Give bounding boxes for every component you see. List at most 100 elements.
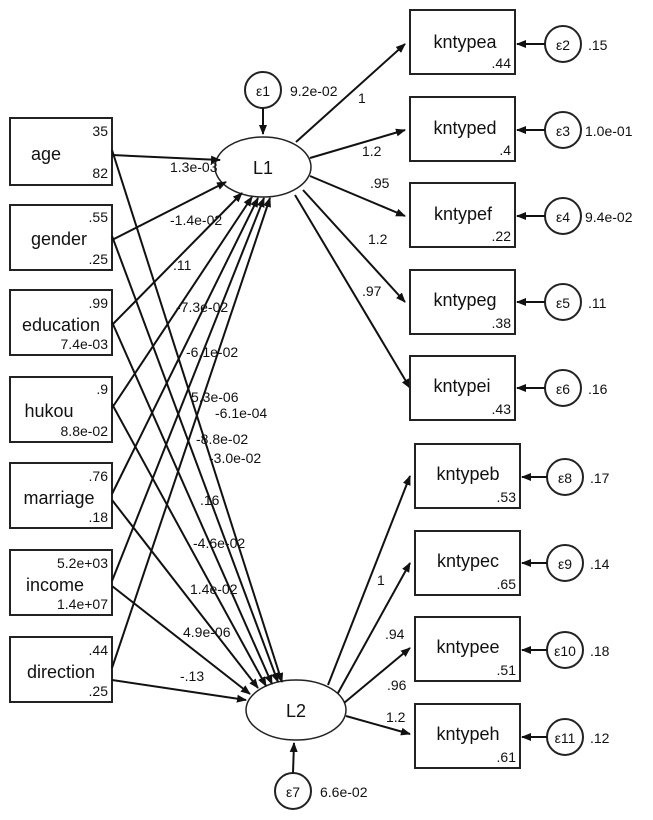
path-income-L2: [111, 585, 251, 695]
error-L1: ε1 9.2e-02: [244, 71, 338, 135]
predictor-variance: 1.4e+07: [57, 596, 108, 612]
indicator-kntyped: kntyped .4 ε3 1.0e-01: [409, 96, 633, 162]
indicator-name: kntypee: [436, 637, 499, 657]
latent-L1: L1: [214, 136, 312, 198]
error-variance: .17: [590, 470, 610, 486]
error-label: ε9: [558, 556, 572, 572]
coef-marriage-L1: -6.1e-02: [186, 344, 238, 360]
path-L1-kntyped: [309, 128, 406, 159]
latent-name: L1: [253, 158, 273, 178]
error-variance: .16: [588, 381, 608, 397]
predictor-variance: .18: [89, 509, 109, 525]
indicator-intercept: .61: [497, 749, 517, 765]
predictor-variance: .25: [89, 251, 109, 267]
path-education-L2: [111, 321, 273, 685]
indicator-name: kntyped: [433, 118, 496, 138]
loading-kntypeb: 1: [377, 572, 385, 588]
indicator-intercept: .51: [497, 662, 517, 678]
error-label: ε8: [558, 470, 572, 486]
path-gender-L2: [111, 235, 279, 683]
loading-kntypeg: 1.2: [368, 231, 388, 247]
predictor-mean: .55: [89, 209, 109, 225]
indicator-kntypea: kntypea .44 ε2 .15: [409, 9, 608, 75]
indicator-name: kntypea: [433, 32, 497, 52]
path-marriage-L2: [111, 499, 259, 689]
error-variance: 9.2e-02: [290, 83, 338, 99]
loading-kntyped: 1.2: [362, 143, 382, 159]
indicator-name: kntypei: [433, 376, 490, 396]
path-direction-L1: [111, 197, 271, 669]
predictor-mean: 35: [92, 123, 108, 139]
error-variance: 6.6e-02: [320, 784, 368, 800]
coef-age-L2: -8.8e-02: [196, 431, 248, 447]
loading-kntypeh: 1.2: [386, 709, 406, 725]
path-L1-kntypei: [294, 194, 411, 389]
error-variance: .18: [590, 643, 610, 659]
indicator-kntypeg: kntypeg .38 ε5 .11: [409, 269, 607, 335]
path-education-L1: [111, 192, 243, 326]
predictor-mean: .99: [89, 295, 109, 311]
error-variance: 1.0e-01: [585, 123, 633, 139]
error-label: ε5: [556, 295, 570, 311]
error-L2: ε7 6.6e-02: [274, 742, 368, 810]
path-gender-L1: [111, 181, 227, 241]
latent-name: L2: [286, 701, 306, 721]
path-L2-kntypee: [343, 647, 411, 704]
indicator-name: kntypec: [437, 551, 499, 571]
predictor-income: income 5.2e+03 1.4e+07: [9, 549, 113, 616]
predictor-age: age 35 82: [9, 117, 113, 186]
predictor-mean: 5.2e+03: [57, 555, 108, 571]
latent-L2: L2: [245, 679, 347, 741]
predictor-education: education .99 7.4e-03: [9, 289, 113, 356]
error-label: ε6: [556, 381, 570, 397]
loadings-L2: 1 .94 .96 1.2: [327, 475, 411, 736]
predictor-mean: .76: [89, 468, 109, 484]
path-direction-L2: [111, 679, 247, 703]
coef-age-L1: 1.3e-03: [170, 159, 218, 175]
indicator-name: kntypef: [434, 204, 493, 224]
coef-education-L1: .11: [173, 257, 192, 273]
indicator-intercept: .53: [497, 489, 517, 505]
coefficients-L1: 1.3e-03 -1.4e-02 .11 -7.3e-02 -6.1e-02 5…: [170, 159, 267, 421]
indicator-kntypeh: kntypeh .61 ε11 .12: [414, 703, 610, 769]
predictor-name: marriage: [23, 488, 94, 508]
error-label: ε2: [556, 37, 570, 53]
coef-income-L1: 5.3e-06: [191, 389, 239, 405]
predictor-name: direction: [27, 662, 95, 682]
error-label: ε4: [556, 209, 570, 225]
indicator-kntypeb: kntypeb .53 ε8 .17: [414, 443, 610, 509]
indicator-kntypef: kntypef .22 ε4 9.4e-02: [409, 182, 633, 248]
error-label: ε11: [555, 730, 576, 746]
predictor-variance: 82: [92, 165, 108, 181]
path-marriage-L1: [111, 197, 259, 495]
path-hukou-L2: [111, 403, 267, 687]
loading-kntypee: .96: [387, 677, 407, 693]
indicator-kntypee: kntypee .51 ε10 .18: [414, 616, 610, 682]
predictor-name: gender: [31, 229, 87, 249]
error-path: [289, 742, 298, 774]
predictor-name: age: [31, 144, 61, 164]
path-L2-kntypec: [337, 562, 411, 694]
error-variance: 9.4e-02: [585, 209, 633, 225]
loadings-L1: 1 1.2 .95 1.2 .97: [294, 43, 411, 389]
coefficients-L2: -8.8e-02 -3.0e-02 .16 -4.6e-02 1.4e-02 4…: [180, 431, 261, 684]
indicator-intercept: .44: [492, 55, 512, 71]
indicator-intercept: .43: [492, 401, 512, 417]
predictor-hukou: hukou .9 8.8e-02: [9, 376, 113, 443]
predictor-direction: direction .44 .25: [9, 636, 113, 703]
predictor-name: hukou: [24, 401, 73, 421]
indicator-name: kntypeg: [433, 290, 496, 310]
coef-marriage-L2: 1.4e-02: [190, 581, 238, 597]
predictor-name: income: [26, 575, 84, 595]
error-label: ε1: [256, 83, 270, 99]
predictor-variance: .25: [89, 683, 109, 699]
coef-income-L2: 4.9e-06: [183, 624, 231, 640]
indicator-intercept: .4: [499, 142, 511, 158]
paths-to-L2: [111, 149, 284, 703]
error-label: ε3: [556, 123, 570, 139]
predictor-gender: gender .55 .25: [9, 204, 113, 271]
error-label: ε7: [286, 784, 300, 800]
predictor-mean: .9: [96, 381, 108, 397]
predictor-mean: .44: [89, 642, 109, 658]
error-variance: .15: [588, 37, 608, 53]
